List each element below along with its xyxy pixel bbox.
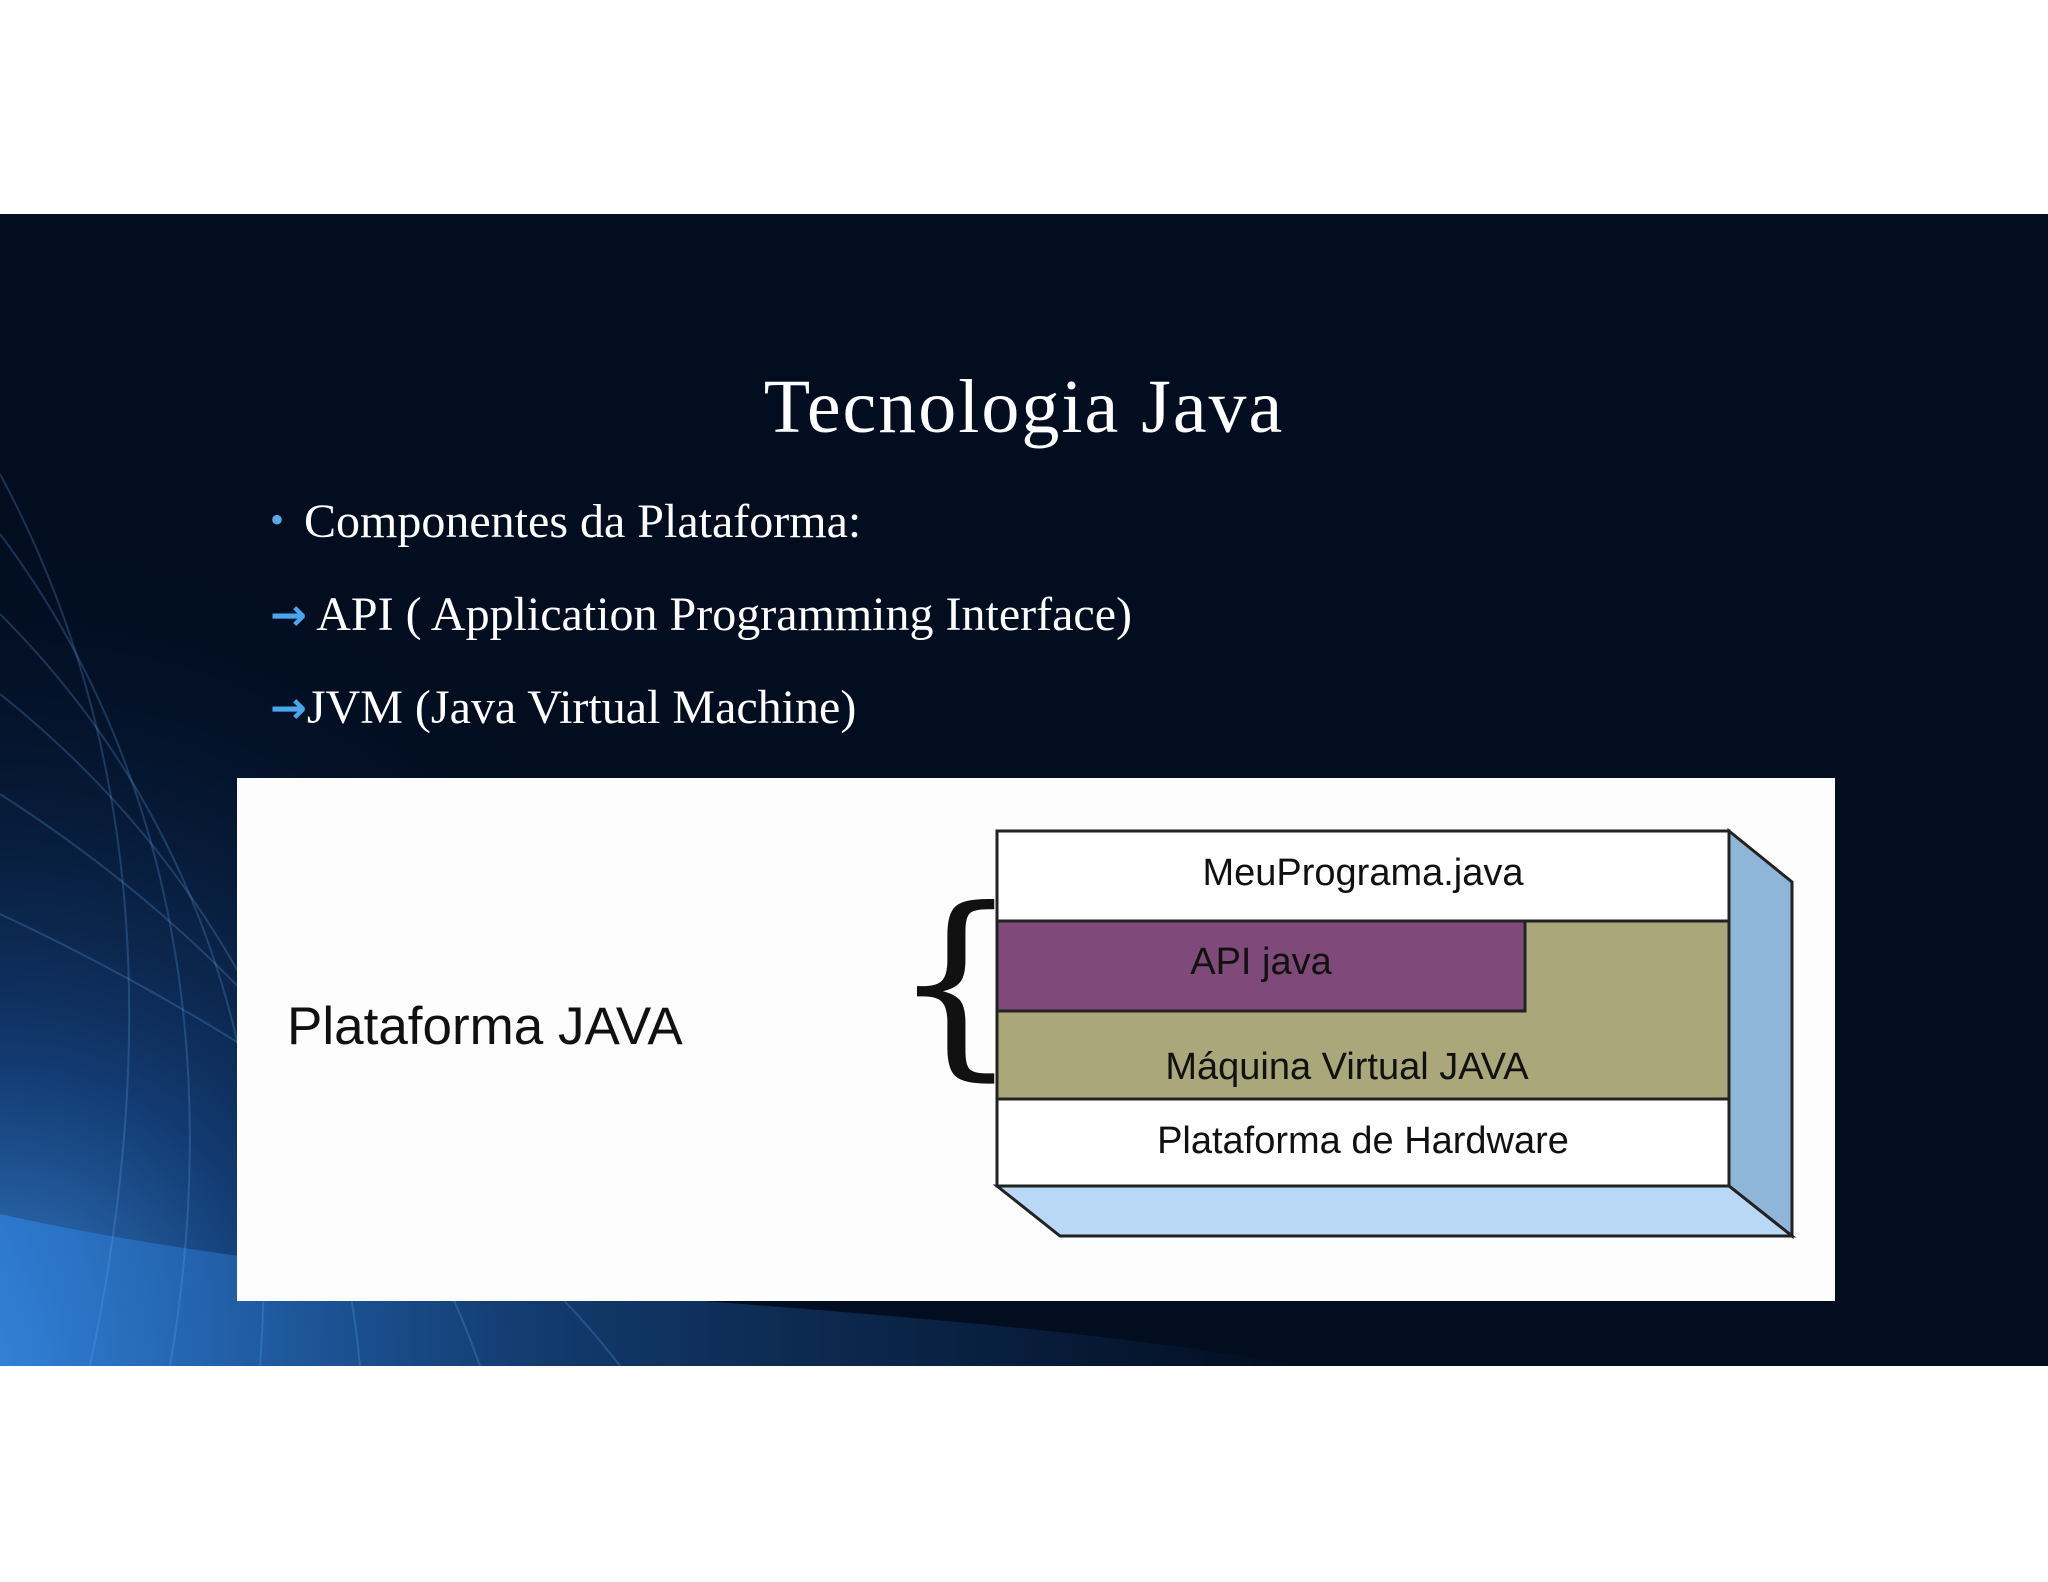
layer-api (995, 919, 1527, 1013)
platform-diagram: Plataforma JAVA { MeuPrograma.java API j… (237, 778, 1835, 1301)
bullet-item: → API ( Application Programming Interfac… (270, 587, 1132, 642)
box-bottom-face (992, 1184, 1797, 1238)
arrow-right-icon: → (270, 590, 307, 641)
bullet-item: →JVM (Java Virtual Machine) (270, 680, 856, 735)
layer-jvm-label: Máquina Virtual JAVA (1165, 1046, 1529, 1088)
arrow-right-icon: → (270, 683, 307, 734)
layer-hardware (995, 1097, 1731, 1188)
curly-brace-icon: { (892, 866, 1020, 1099)
layer-program-label: MeuPrograma.java (1202, 852, 1524, 894)
platform-box-graphic (992, 827, 1797, 1240)
bullet-text: API ( Application Programming Interface) (306, 588, 1132, 641)
layer-hardware-label: Plataforma de Hardware (1157, 1120, 1569, 1162)
slide-title: Tecnologia Java (763, 365, 1285, 449)
layer-api-label: API java (1190, 941, 1332, 983)
bullet-text: Componentes da Plataforma: (304, 495, 862, 548)
bullet-text: JVM (Java Virtual Machine) (306, 681, 857, 734)
box-side-face (1727, 827, 1794, 1240)
slide: Tecnologia Java • Componentes da Platafor… (0, 214, 2048, 1366)
platform-label: Plataforma JAVA (287, 997, 683, 1056)
bullet-dot-icon: • (270, 497, 285, 542)
bullet-item: • Componentes da Plataforma: (270, 494, 861, 549)
